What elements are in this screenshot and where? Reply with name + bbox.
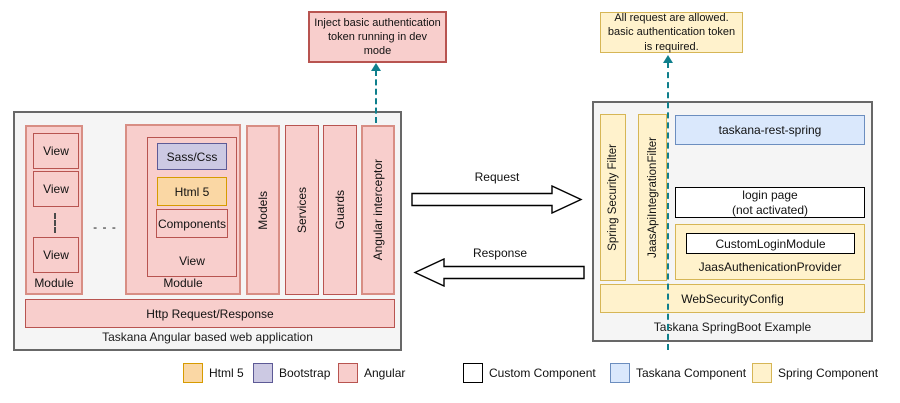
angular-app-container: View View View Module - - - Sass/Css Htm… bbox=[13, 111, 402, 351]
arrowhead-up-left-icon bbox=[371, 63, 381, 71]
services-label: Services bbox=[295, 186, 309, 233]
module-label: Module bbox=[34, 276, 74, 290]
angular-interceptor-label: Angular interceptor bbox=[371, 159, 385, 261]
web-security-config-bar: WebSecurityConfig bbox=[600, 284, 865, 313]
legend-item-spring-component: Spring Component bbox=[752, 361, 878, 385]
note-all-requests: All request are allowed. basic authentic… bbox=[600, 12, 743, 53]
view-group: Sass/Css Html 5 Components View bbox=[147, 137, 237, 277]
legend-label: Angular bbox=[364, 366, 406, 380]
modules-ellipsis: - - - bbox=[93, 220, 117, 234]
jaas-api-integration-filter-label: JaasApiIntegrationFilter bbox=[646, 137, 659, 258]
legend-label: Bootstrap bbox=[279, 366, 331, 380]
spring-component-swatch-icon bbox=[752, 363, 772, 383]
angular-interceptor-bar: Angular interceptor bbox=[361, 125, 395, 295]
components-box: Components bbox=[156, 209, 228, 238]
jaas-api-integration-filter-bar: JaasApiIntegrationFilter bbox=[638, 114, 667, 281]
custom-component-swatch-icon bbox=[463, 363, 483, 383]
angular-app-title: Taskana Angular based web application bbox=[102, 330, 313, 344]
angular-swatch-icon bbox=[338, 363, 358, 383]
login-page-box: login page (not activated) bbox=[675, 187, 865, 218]
angular-module-2: Sass/Css Html 5 Components View Module bbox=[125, 124, 241, 295]
view-label: View bbox=[179, 254, 205, 268]
response-label: Response bbox=[472, 246, 528, 260]
html5-box: Html 5 bbox=[157, 177, 227, 206]
taskana-component-swatch-icon bbox=[610, 363, 630, 383]
legend-label: Custom Component bbox=[489, 366, 596, 380]
dashed-connector-left bbox=[375, 70, 377, 123]
http-request-response-bar: Http Request/Response bbox=[25, 299, 395, 328]
login-page-line1: login page bbox=[742, 188, 798, 203]
spring-security-filter-bar: Spring Security Filter bbox=[600, 114, 626, 281]
legend-item-html5: Html 5 bbox=[183, 361, 244, 385]
legend-item-custom-component: Custom Component bbox=[463, 361, 596, 385]
legend-item-bootstrap: Bootstrap bbox=[253, 361, 330, 385]
springboot-title: Taskana SpringBoot Example bbox=[653, 320, 812, 334]
login-page-line2: (not activated) bbox=[731, 202, 809, 217]
view-box: View bbox=[33, 171, 79, 207]
taskana-rest-spring-box: taskana-rest-spring bbox=[675, 115, 865, 145]
springboot-container: Spring Security Filter JaasApiIntegratio… bbox=[592, 101, 873, 342]
custom-login-module-box: CustomLoginModule bbox=[686, 233, 855, 254]
services-bar: Services bbox=[285, 125, 319, 295]
view-box: View bbox=[33, 133, 79, 169]
models-label: Models bbox=[256, 190, 270, 230]
legend-label: Spring Component bbox=[778, 366, 879, 380]
legend-item-angular: Angular bbox=[338, 361, 405, 385]
guards-label: Guards bbox=[333, 190, 347, 230]
spring-security-filter-label: Spring Security Filter bbox=[607, 144, 619, 251]
vertical-ellipsis-icon bbox=[54, 213, 56, 233]
arrowhead-up-right-icon bbox=[663, 55, 673, 63]
note-dev-token: Inject basic authentication token runnin… bbox=[308, 11, 447, 63]
jaas-authenication-provider-label: JaasAuthenicationProvider bbox=[698, 260, 842, 274]
guards-bar: Guards bbox=[323, 125, 357, 295]
request-label: Request bbox=[474, 170, 520, 184]
request-arrow-icon bbox=[411, 185, 583, 214]
legend-label: Html 5 bbox=[209, 366, 244, 380]
response-arrow-icon bbox=[413, 258, 585, 287]
html5-swatch-icon bbox=[183, 363, 203, 383]
legend-label: Taskana Component bbox=[636, 366, 747, 380]
angular-module-1: View View View Module bbox=[25, 125, 83, 295]
jaas-authenication-provider-box: CustomLoginModule JaasAuthenicationProvi… bbox=[675, 224, 865, 280]
dashed-connector-right bbox=[667, 62, 669, 350]
models-bar: Models bbox=[246, 125, 280, 295]
legend-item-taskana-component: Taskana Component bbox=[610, 361, 746, 385]
sass-css-box: Sass/Css bbox=[157, 143, 227, 170]
module-label: Module bbox=[163, 276, 203, 290]
view-box: View bbox=[33, 237, 79, 273]
bootstrap-swatch-icon bbox=[253, 363, 273, 383]
